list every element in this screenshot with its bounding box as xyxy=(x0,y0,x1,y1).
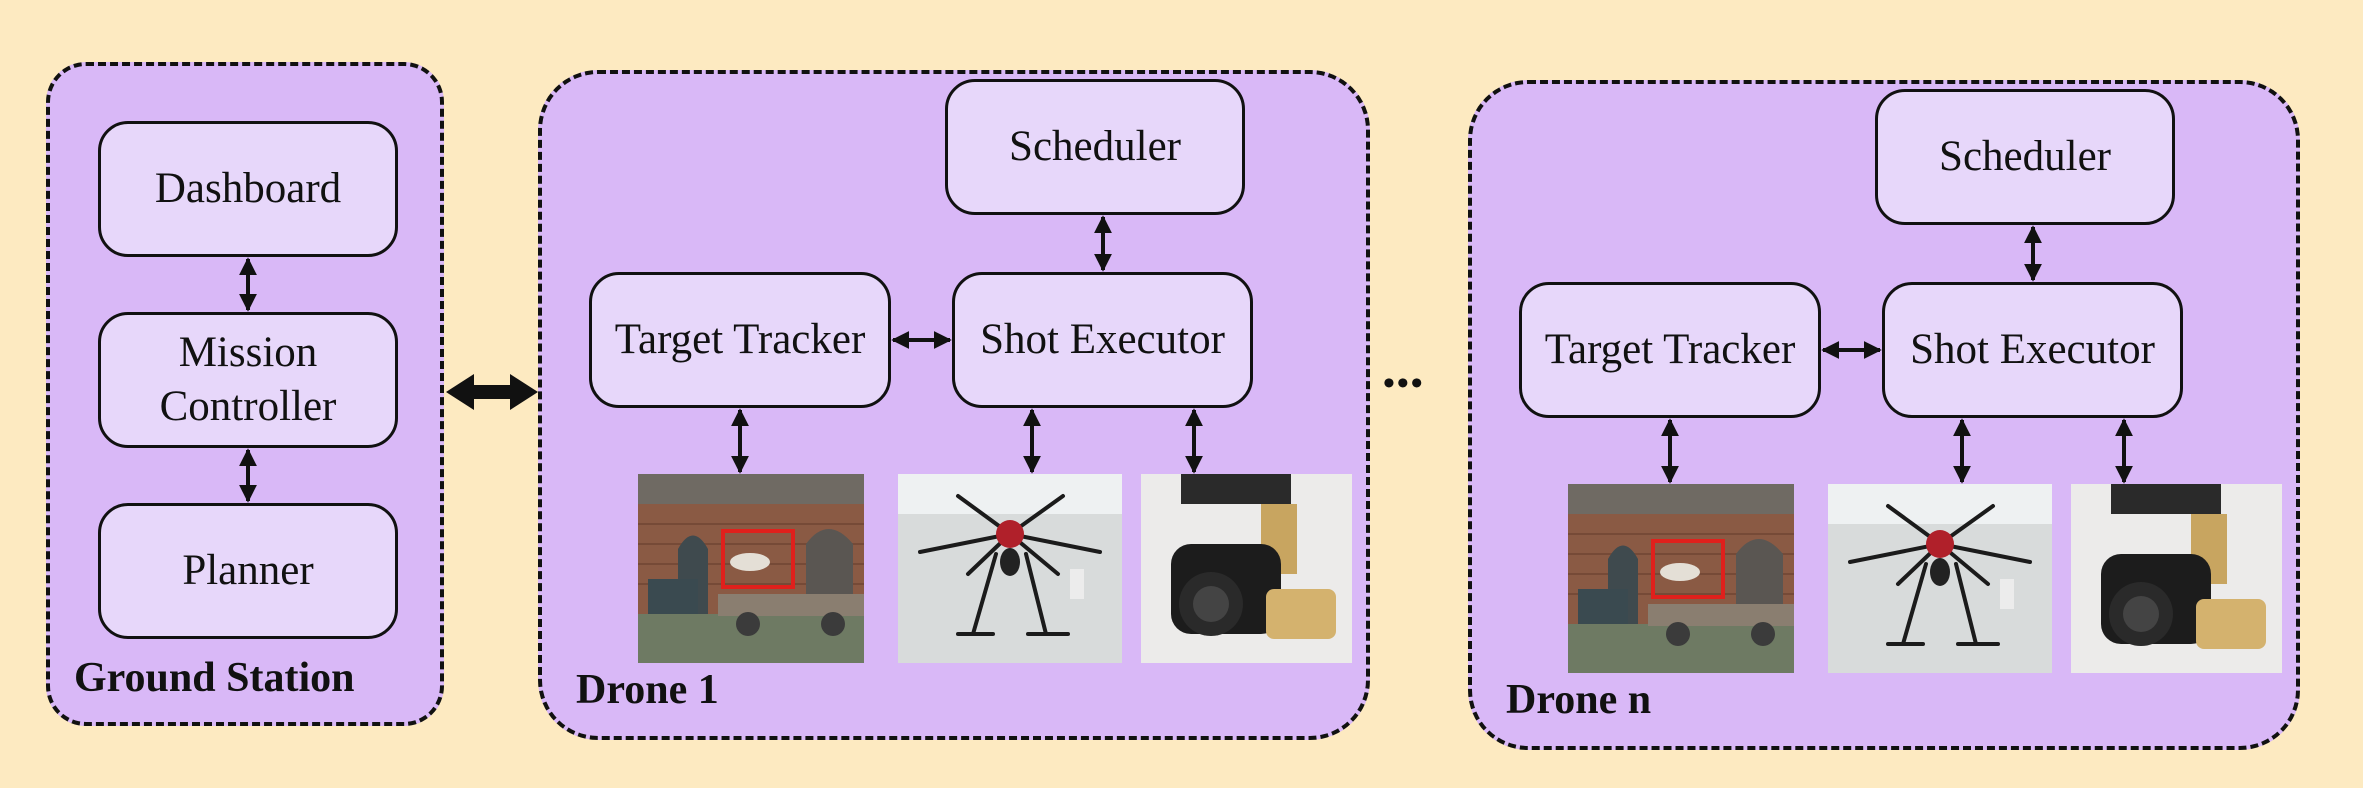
drone-n-target-tracker-module: Target Tracker xyxy=(1519,282,1821,418)
drone-1-target-tracker-label: Target Tracker xyxy=(614,316,866,364)
planner-label: Planner xyxy=(182,547,314,595)
drone-n-target-tracker-label: Target Tracker xyxy=(1544,326,1796,374)
drone-1-shot-executor-label: Shot Executor xyxy=(980,316,1225,364)
drone-1-caption: Drone 1 xyxy=(576,667,719,713)
drone-n-caption: Drone n xyxy=(1506,677,1652,723)
mission-controller-label-line1: Mission xyxy=(178,329,318,377)
planner-module: Planner xyxy=(98,503,398,639)
ground-station-caption: Ground Station xyxy=(74,655,355,701)
drone-n-shot-executor-label: Shot Executor xyxy=(1910,326,2155,374)
dashboard-label: Dashboard xyxy=(154,165,342,213)
drone-1-target-tracker-module: Target Tracker xyxy=(589,272,891,408)
drone-1-scheduler-label: Scheduler xyxy=(1009,123,1181,171)
drone-n-scheduler-label: Scheduler xyxy=(1939,133,2111,181)
arrow-ground-to-drone xyxy=(446,374,538,410)
dashboard-module: Dashboard xyxy=(98,121,398,257)
drone-1-camera-gimbal-image xyxy=(1141,474,1352,663)
drone-n-hexacopter-image xyxy=(1828,484,2052,673)
drone-n-scheduler-module: Scheduler xyxy=(1875,89,2175,225)
drone-n-camera-view-image xyxy=(1568,484,1794,673)
drone-1-camera-view-image xyxy=(638,474,864,663)
drone-n-shot-executor-module: Shot Executor xyxy=(1882,282,2183,418)
mission-controller-label-line2: Controller xyxy=(159,383,337,430)
more-drones-ellipsis: ••• xyxy=(1383,365,1425,402)
drone-1-shot-executor-module: Shot Executor xyxy=(952,272,1253,408)
drone-1-hexacopter-image xyxy=(898,474,1122,663)
drone-1-scheduler-module: Scheduler xyxy=(945,79,1245,215)
drone-n-camera-gimbal-image xyxy=(2071,484,2282,673)
mission-controller-module: Mission Controller xyxy=(98,312,398,448)
